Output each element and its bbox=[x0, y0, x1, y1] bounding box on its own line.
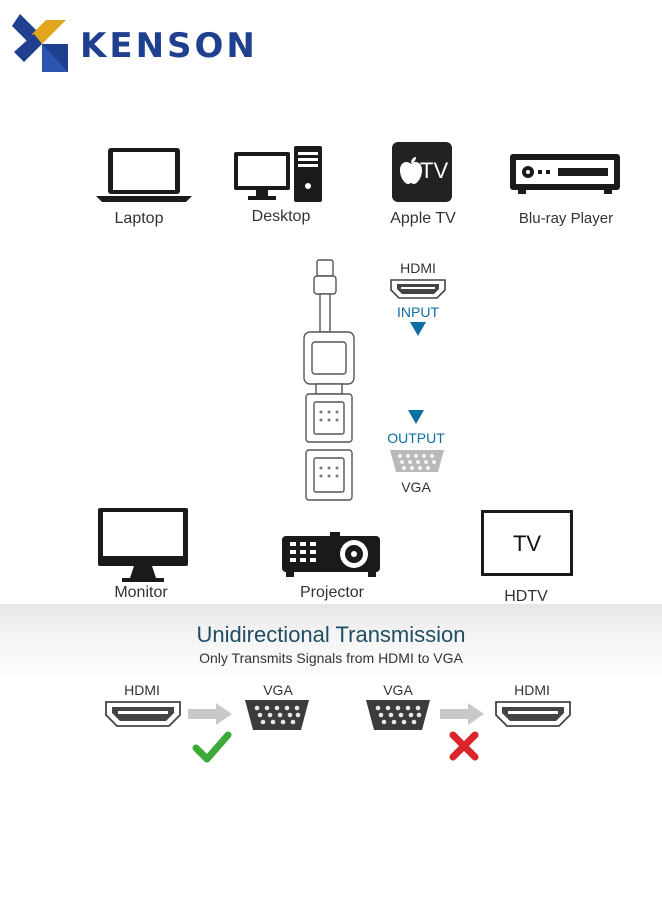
vga-port-icon bbox=[388, 448, 446, 479]
brand-logo bbox=[12, 12, 72, 74]
supported-to-label: VGA bbox=[263, 682, 293, 698]
brand-name: KENSON bbox=[80, 26, 258, 66]
vga-port-icon bbox=[243, 698, 311, 737]
right-arrow-icon bbox=[188, 703, 232, 730]
input-port-label: HDMI bbox=[400, 260, 436, 276]
vga-port-icon bbox=[364, 698, 432, 737]
transmission-band bbox=[0, 604, 662, 682]
projector-icon bbox=[280, 530, 382, 585]
source-label-bluray: Blu-ray Player bbox=[518, 210, 614, 227]
right-arrow-icon bbox=[440, 703, 484, 730]
hdtv-screen-text: TV bbox=[512, 531, 542, 556]
kenson-logo-icon bbox=[12, 14, 68, 72]
bluray-player-icon bbox=[508, 152, 622, 201]
source-label-apple-tv: Apple TV bbox=[390, 210, 456, 227]
laptop-icon bbox=[94, 146, 194, 209]
output-port-label: VGA bbox=[401, 479, 431, 495]
hdmi-port-icon bbox=[104, 700, 182, 733]
monitor-icon bbox=[96, 506, 190, 589]
output-label-hdtv: HDTV bbox=[504, 588, 548, 605]
transmission-title: Unidirectional Transmission bbox=[196, 622, 466, 647]
source-label-desktop: Desktop bbox=[251, 208, 311, 225]
apple-tv-icon: TV bbox=[392, 142, 452, 202]
cross-icon bbox=[448, 730, 480, 767]
output-label-monitor: Monitor bbox=[114, 584, 168, 601]
hdtv-icon: TV bbox=[481, 510, 573, 576]
output-label-projector: Projector bbox=[299, 584, 365, 601]
source-label-laptop: Laptop bbox=[114, 210, 164, 227]
check-icon bbox=[192, 730, 232, 769]
supported-from-label: HDMI bbox=[124, 682, 160, 698]
down-arrow-icon bbox=[410, 322, 426, 341]
apple-tv-badge: TV bbox=[420, 158, 449, 183]
hdmi-port-icon bbox=[494, 700, 572, 733]
apple-logo-icon bbox=[400, 157, 422, 184]
output-label: OUTPUT bbox=[387, 430, 445, 446]
adapter-cable-icon bbox=[296, 256, 362, 513]
input-label: INPUT bbox=[397, 304, 439, 320]
desktop-icon bbox=[232, 146, 326, 209]
hdmi-port-icon bbox=[389, 278, 447, 305]
unsupported-from-label: VGA bbox=[383, 682, 413, 698]
unsupported-to-label: HDMI bbox=[514, 682, 550, 698]
transmission-subtitle: Only Transmits Signals from HDMI to VGA bbox=[199, 650, 463, 666]
down-arrow-icon bbox=[408, 410, 424, 429]
